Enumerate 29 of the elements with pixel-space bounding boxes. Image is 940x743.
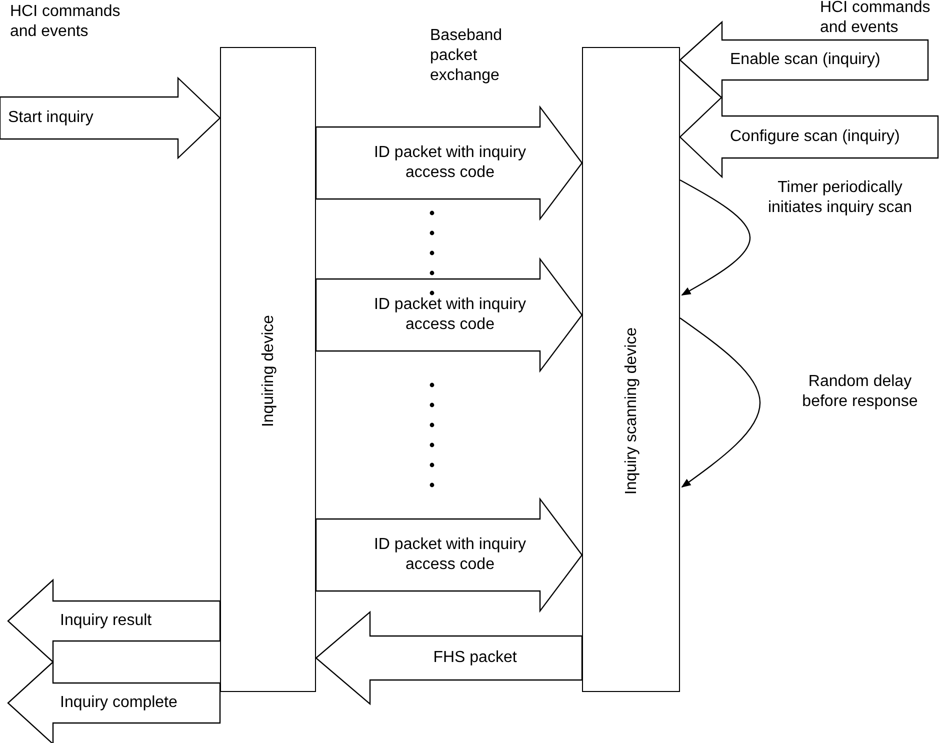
device-box xyxy=(582,47,680,692)
device-label: Inquiring device xyxy=(259,314,278,428)
edge-label: FHS packet xyxy=(432,648,518,668)
block-arrow xyxy=(679,20,929,100)
curved-arrow xyxy=(680,179,751,296)
block-arrow xyxy=(315,105,583,221)
block-arrow xyxy=(315,610,583,706)
edge-label: Random delay before response xyxy=(801,372,919,412)
block-arrow xyxy=(315,497,583,613)
edge-label: ID packet with inquiry access code xyxy=(372,295,528,335)
edge-label: Inquiry complete xyxy=(60,693,178,713)
block-arrow xyxy=(7,660,221,743)
block-arrow xyxy=(679,96,939,178)
block-arrow xyxy=(315,257,583,373)
edge-label: Enable scan (inquiry) xyxy=(730,50,882,70)
block-arrow xyxy=(0,76,221,160)
device-box xyxy=(220,47,316,692)
edge-label: Start inquiry xyxy=(8,108,94,128)
edge-label: ID packet with inquiry access code xyxy=(372,535,528,575)
edge-label: Timer periodically initiates inquiry scan xyxy=(766,178,914,218)
section-heading: HCI commands and events xyxy=(10,2,122,42)
section-heading: Baseband packet exchange xyxy=(430,26,504,86)
curved-arrow xyxy=(680,318,761,488)
block-arrow xyxy=(7,578,221,664)
device-label: Inquiry scanning device xyxy=(622,327,641,495)
edge-label: Inquiry result xyxy=(60,611,153,631)
edge-label: Configure scan (inquiry) xyxy=(730,127,901,147)
edge-label: ID packet with inquiry access code xyxy=(372,143,528,183)
section-heading: HCI commands and events xyxy=(820,0,932,38)
